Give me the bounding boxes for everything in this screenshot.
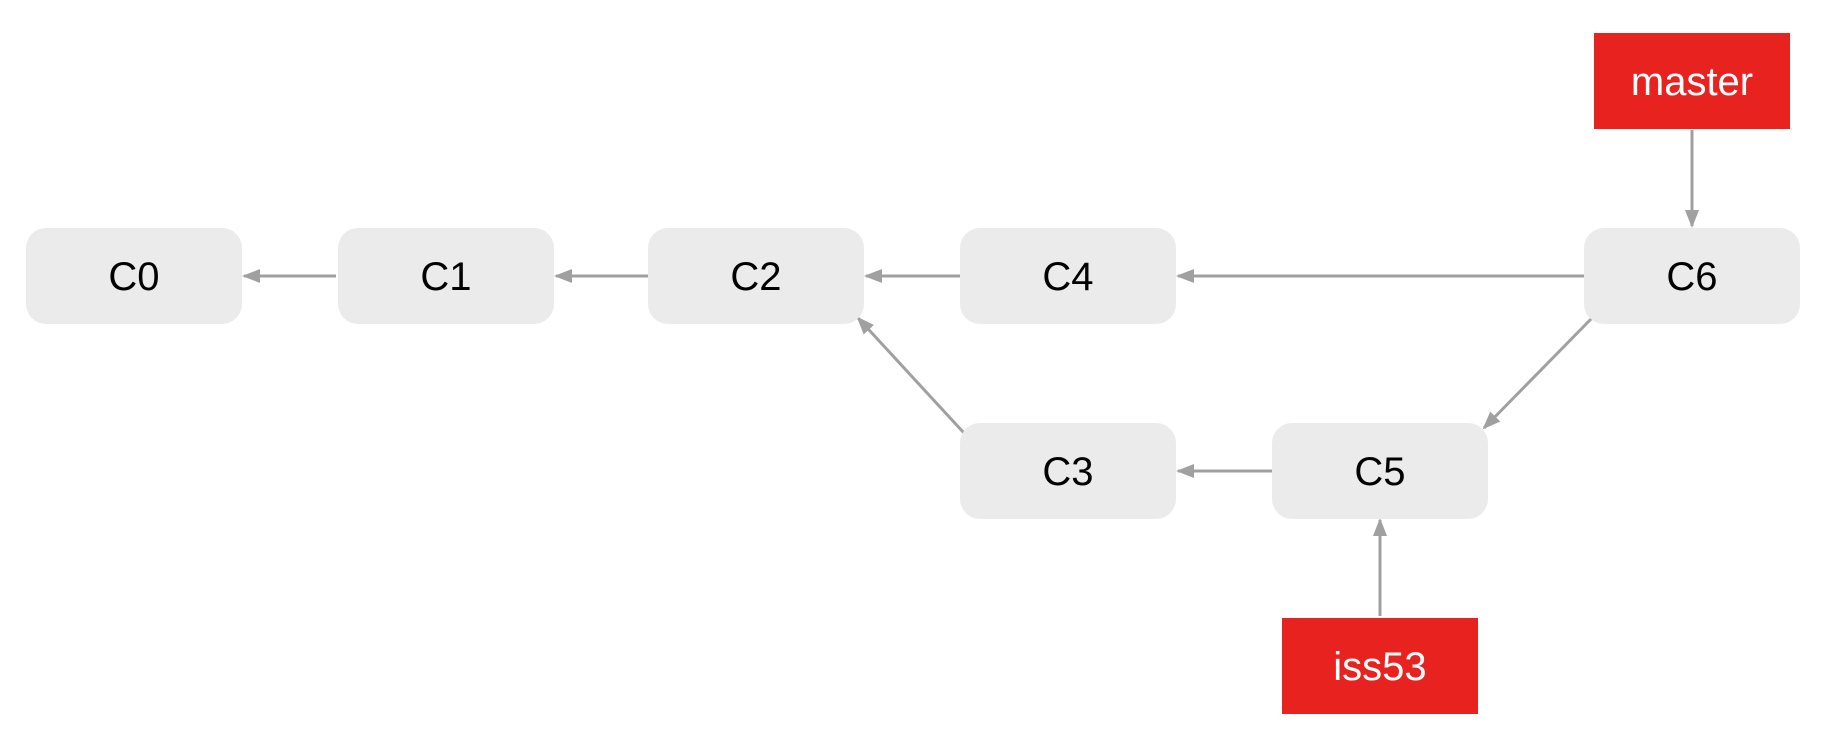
branch-master: master bbox=[1594, 33, 1790, 129]
commit-c3-label: C3 bbox=[1042, 450, 1093, 494]
commit-c0: C0 bbox=[26, 228, 242, 324]
commit-c0-label: C0 bbox=[108, 255, 159, 299]
commit-c2: C2 bbox=[648, 228, 864, 324]
commit-c4-label: C4 bbox=[1042, 255, 1093, 299]
commit-c2-label: C2 bbox=[730, 255, 781, 299]
commit-c3: C3 bbox=[960, 423, 1176, 519]
branch-iss53: iss53 bbox=[1282, 618, 1478, 714]
edge-c3-c2 bbox=[856, 316, 966, 435]
commit-c5-label: C5 bbox=[1354, 450, 1405, 494]
commit-c1-label: C1 bbox=[420, 255, 471, 299]
commit-c4: C4 bbox=[960, 228, 1176, 324]
branch-iss53-label: iss53 bbox=[1333, 645, 1426, 689]
commit-c5: C5 bbox=[1272, 423, 1488, 519]
edges bbox=[242, 130, 1699, 616]
commit-c6-label: C6 bbox=[1666, 255, 1717, 299]
commit-c6: C6 bbox=[1584, 228, 1800, 324]
branch-master-label: master bbox=[1631, 60, 1753, 104]
commit-c1: C1 bbox=[338, 228, 554, 324]
edge-c6-c5 bbox=[1482, 316, 1594, 430]
